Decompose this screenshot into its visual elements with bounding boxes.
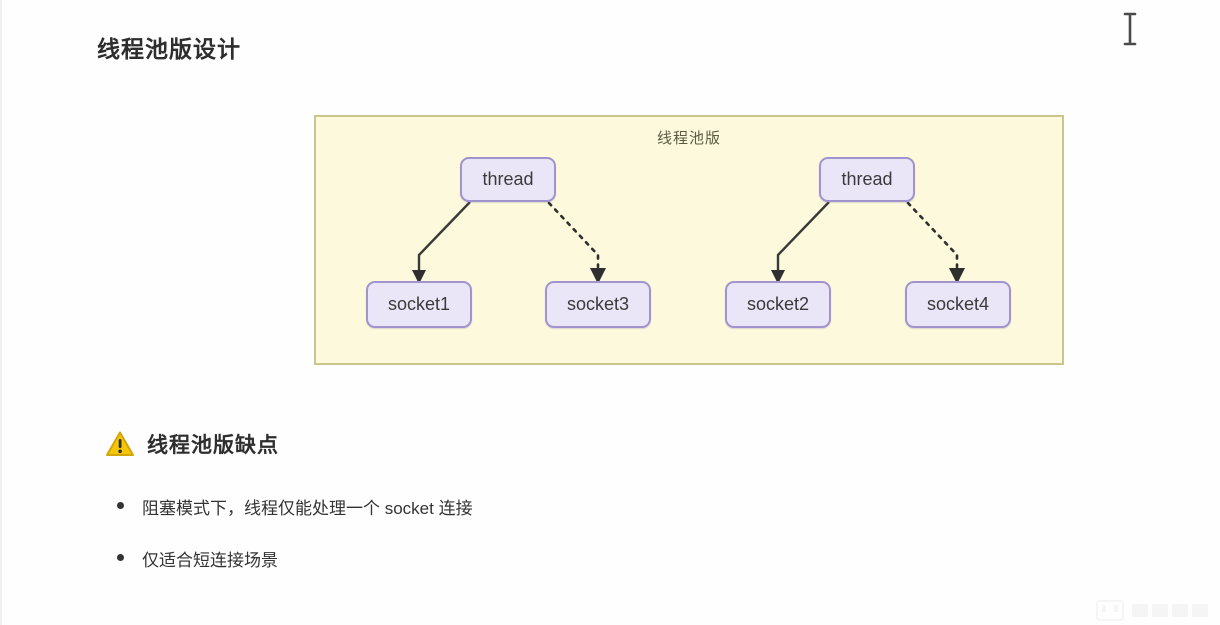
list-item-text: 仅适合短连接场景 bbox=[142, 551, 278, 570]
node-socket4: socket4 bbox=[905, 281, 1011, 328]
list-item: 仅适合短连接场景 bbox=[117, 546, 817, 571]
page-title: 线程池版设计 bbox=[97, 36, 241, 62]
list-item-text: 阻塞模式下，线程仅能处理一个 socket 连接 bbox=[142, 499, 473, 518]
node-socket3: socket3 bbox=[545, 281, 651, 328]
drawback-list: 阻塞模式下，线程仅能处理一个 socket 连接 仅适合短连接场景 bbox=[117, 494, 817, 598]
diagram-edges bbox=[412, 201, 965, 284]
watermark-text-blocks bbox=[1132, 604, 1208, 617]
list-item: 阻塞模式下，线程仅能处理一个 socket 连接 bbox=[117, 494, 817, 519]
warning-section: 线程池版缺点 bbox=[105, 429, 279, 459]
video-watermark bbox=[1096, 600, 1208, 621]
warning-triangle-icon bbox=[106, 431, 134, 456]
warning-heading: 线程池版缺点 bbox=[147, 434, 279, 457]
bullet-icon bbox=[117, 502, 124, 509]
node-thread-1: thread bbox=[460, 157, 556, 202]
bullet-icon bbox=[117, 554, 124, 561]
tv-logo-icon bbox=[1096, 600, 1124, 621]
thread-pool-diagram: 线程池版 thread thread socket1 socket3 socke… bbox=[314, 115, 1064, 365]
node-socket2: socket2 bbox=[725, 281, 831, 328]
diagram-title: 线程池版 bbox=[656, 130, 721, 147]
node-thread-2: thread bbox=[819, 157, 915, 202]
node-socket1: socket1 bbox=[366, 281, 472, 328]
text-cursor-ibeam-icon bbox=[1123, 12, 1137, 46]
